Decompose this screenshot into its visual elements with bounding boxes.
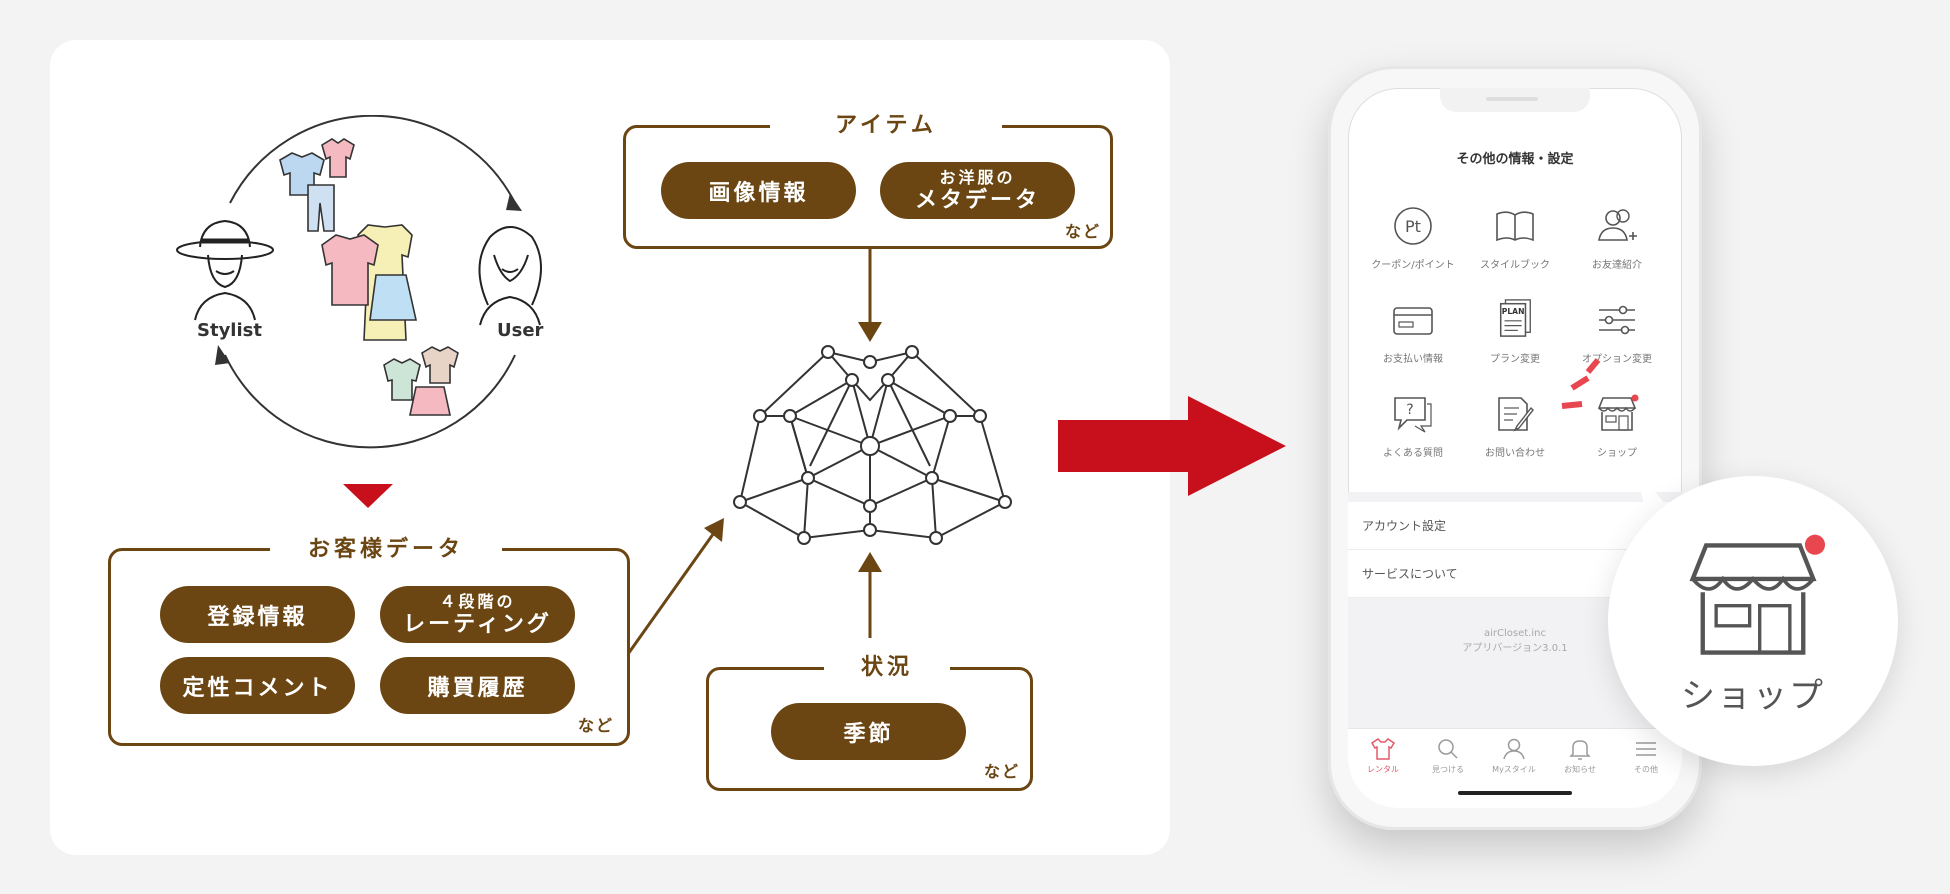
customer-data-etc: など — [578, 716, 615, 735]
pill-four-level-rating: ４段階の レーティング — [380, 586, 575, 643]
pill-image-info: 画像情報 — [661, 162, 856, 219]
callout-label: ショップ — [1681, 676, 1825, 716]
pill-label: 登録情報 — [207, 604, 308, 630]
plan-icon[interactable]: PLAN — [1493, 298, 1537, 338]
network-nodes — [733, 345, 1012, 545]
pill-season: 季節 — [771, 703, 966, 760]
grid-label-invite-friends[interactable]: お友達紹介 — [1592, 260, 1642, 271]
credit-card-icon[interactable] — [1391, 300, 1435, 340]
stylist-icon — [176, 219, 274, 321]
pill-purchase-history: 購買履歴 — [380, 657, 575, 714]
pill-label: メタデータ — [914, 187, 1040, 213]
pill-sublabel: お洋服の — [939, 167, 1016, 187]
tab-other[interactable]: その他 — [1634, 765, 1658, 774]
app-version: アプリバージョン3.0.1 — [1462, 643, 1568, 654]
grid-label-option-change[interactable]: オプション変更 — [1582, 354, 1652, 365]
down-triangle-icon — [343, 484, 393, 508]
cycle-arc-top — [229, 115, 516, 204]
shop-icon[interactable] — [1595, 394, 1639, 434]
bell-icon[interactable] — [1566, 737, 1594, 761]
arrow-from-customer-data-head — [704, 518, 724, 542]
item-title: アイテム — [770, 112, 1002, 140]
pill-label: 購買履歴 — [427, 675, 528, 701]
stylist-user-cycle — [176, 115, 542, 449]
right-arrow-icon — [1058, 396, 1286, 496]
tab-notifications[interactable]: お知らせ — [1564, 765, 1596, 774]
clothes-illustration — [279, 138, 459, 416]
svg-text:?: ? — [1406, 402, 1413, 418]
grid-label-payment-info[interactable]: お支払い情報 — [1383, 354, 1443, 365]
cycle-arc-bottom — [224, 354, 516, 449]
grid-label-plan-change[interactable]: プラン変更 — [1490, 354, 1540, 365]
menu-icon[interactable] — [1632, 737, 1660, 761]
plan-icon-text: PLAN — [1502, 307, 1525, 316]
book-icon[interactable] — [1493, 206, 1537, 246]
shirt-icon[interactable] — [1369, 737, 1397, 761]
sliders-icon[interactable] — [1595, 300, 1639, 340]
arrow-from-customer-data — [626, 529, 718, 655]
list-item-label: アカウント設定 — [1362, 519, 1447, 533]
shop-icon — [1689, 534, 1826, 655]
tab-rental[interactable]: レンタル — [1367, 765, 1399, 774]
pill-registration-info: 登録情報 — [160, 586, 355, 643]
pill-sublabel: ４段階の — [439, 591, 516, 611]
pill-label: レーティング — [403, 611, 552, 637]
arrow-from-items-head — [858, 322, 882, 342]
screen-title: その他の情報・設定 — [1456, 152, 1574, 167]
grid-label-shop[interactable]: ショップ — [1597, 448, 1637, 459]
item-etc: など — [1065, 222, 1102, 241]
pill-label: 季節 — [843, 721, 894, 747]
person-icon[interactable] — [1500, 737, 1528, 761]
situation-etc: など — [984, 762, 1021, 781]
arrow-from-situation-head — [858, 552, 882, 572]
faq-icon[interactable]: ? — [1391, 394, 1435, 434]
pill-qualitative-comment: 定性コメント — [160, 657, 355, 714]
contact-icon[interactable] — [1493, 394, 1537, 434]
list-item-label: サービスについて — [1362, 567, 1458, 581]
stylist-label: Stylist — [197, 320, 262, 341]
speaker-grille — [1486, 97, 1538, 101]
company-name: airCloset.inc — [1484, 628, 1546, 639]
points-icon-text: Pt — [1405, 217, 1421, 236]
search-icon[interactable] — [1434, 737, 1462, 761]
tab-my-style[interactable]: Myスタイル — [1492, 765, 1536, 774]
list-item-account-settings[interactable]: アカウント設定 — [1348, 502, 1682, 550]
home-indicator — [1458, 791, 1572, 795]
pill-label: 画像情報 — [708, 180, 809, 206]
points-icon[interactable]: Pt — [1391, 206, 1435, 246]
tab-discover[interactable]: 見つける — [1432, 765, 1464, 774]
pill-label: 定性コメント — [182, 675, 333, 701]
situation-title: 状況 — [824, 654, 950, 682]
cycle-arrowhead-bottom — [215, 345, 230, 365]
grid-label-coupon-points[interactable]: クーポン/ポイント — [1371, 260, 1455, 271]
grid-label-stylebook[interactable]: スタイルブック — [1480, 260, 1550, 271]
ai-network-diagram — [626, 248, 1012, 655]
pill-clothes-metadata: お洋服の メタデータ — [880, 162, 1075, 219]
user-label: User — [497, 320, 544, 341]
customer-data-box — [108, 548, 630, 746]
highlight-burst-icon — [1561, 358, 1601, 409]
invite-friends-icon[interactable] — [1595, 206, 1639, 246]
grid-label-contact[interactable]: お問い合わせ — [1485, 448, 1545, 459]
customer-data-title: お客様データ — [270, 536, 502, 564]
shop-callout-bubble — [1608, 476, 1898, 766]
grid-label-faq[interactable]: よくある質問 — [1383, 448, 1443, 459]
user-icon — [478, 226, 542, 326]
cycle-arrowhead-top — [506, 193, 522, 211]
